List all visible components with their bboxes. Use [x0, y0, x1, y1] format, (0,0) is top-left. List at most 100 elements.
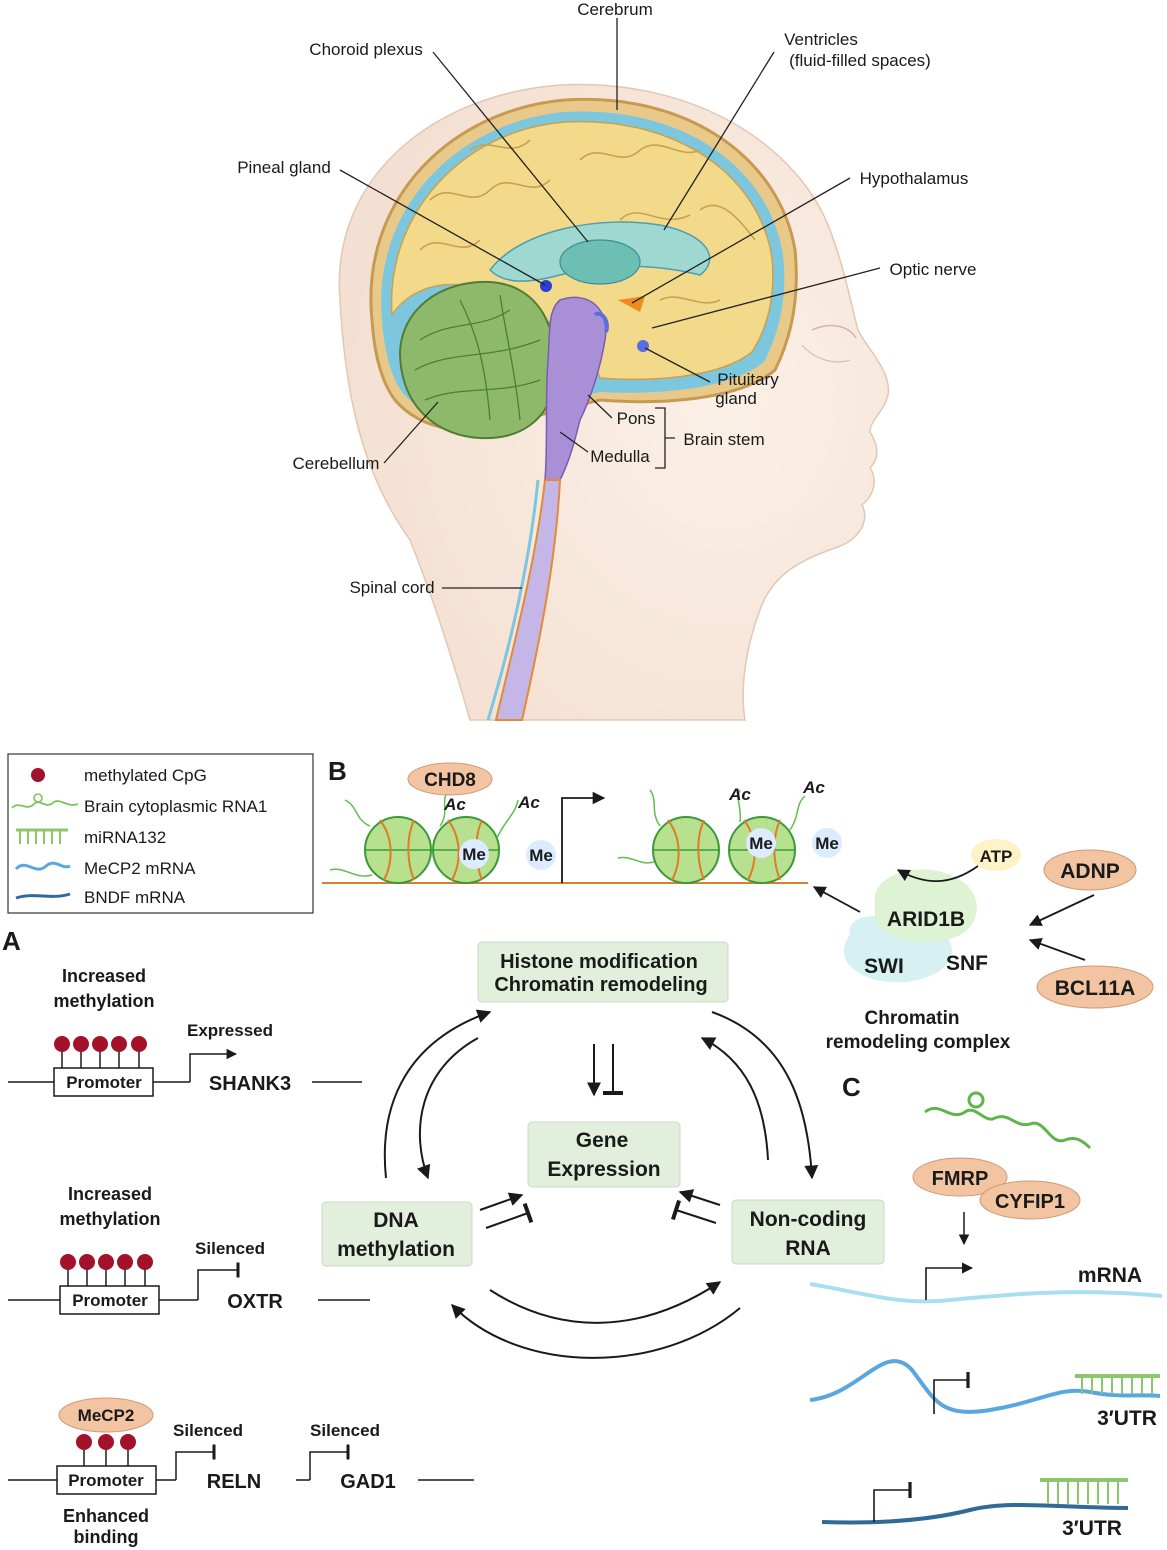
cyfip1-label: CYFIP1 — [995, 1191, 1065, 1213]
mecp2-mrna-strand — [809, 1359, 1161, 1414]
spinal-cord-label: Spinal cord — [349, 578, 434, 597]
row3-bottom-line1: Enhanced — [63, 1506, 149, 1526]
promoter-box — [56, 1465, 157, 1495]
panel-a: Increased methylation Promoter Expressed… — [8, 966, 474, 1547]
mirna-duplex — [1075, 1374, 1160, 1394]
panel-letter-b: B — [328, 756, 347, 786]
mecp2-mrna-icon — [14, 861, 71, 871]
row3-bottom-line2: binding — [74, 1527, 139, 1547]
dna-label-line2: methylation — [337, 1238, 455, 1261]
anatomy-leader-lines — [339, 18, 881, 589]
ventricles-label: Ventricles — [784, 30, 858, 49]
row3-state2-label: Silenced — [310, 1421, 380, 1440]
hypothalamus-label: Hypothalamus — [860, 169, 969, 188]
mrna-strand — [809, 1282, 1163, 1304]
bc1-rna-icon — [11, 793, 79, 809]
histone-label-line1: Histone modification — [500, 951, 698, 973]
cpg-lollipops — [60, 1254, 153, 1286]
me-mark-label: Me — [815, 834, 839, 853]
panel-letter-c: C — [842, 1072, 861, 1102]
row1-top-line2: methylation — [53, 991, 154, 1011]
regulation-cycle: Histone modification Chromatin remodelin… — [321, 941, 885, 1359]
legend-item-label: Brain cytoplasmic RNA1 — [84, 797, 267, 816]
spinal-cord-shape — [494, 479, 562, 721]
chd8-label: CHD8 — [424, 770, 476, 791]
cpg-lollipops — [76, 1434, 136, 1466]
arid1b-blob — [875, 869, 977, 943]
fmrp-label: FMRP — [932, 1168, 989, 1190]
choroid-plexus-label: Choroid plexus — [309, 40, 422, 59]
pituitary-label: Pituitary — [717, 370, 779, 389]
cpg-lollipops — [54, 1036, 147, 1068]
complex-label-line2: remodeling complex — [826, 1032, 1011, 1053]
row3-state1-label: Silenced — [173, 1421, 243, 1440]
dna-methylation-box — [321, 1201, 473, 1267]
row2-top-line1: Increased — [68, 1184, 152, 1204]
legend-item-label: miRNA132 — [84, 828, 166, 847]
row1-gene-label: SHANK3 — [209, 1073, 291, 1095]
row3-promoter-label: Promoter — [68, 1471, 144, 1490]
ncrna-box — [731, 1199, 885, 1265]
ac-mark-label: Ac — [802, 778, 825, 797]
adnp-label: ADNP — [1060, 860, 1120, 883]
row2-top-line2: methylation — [59, 1209, 160, 1229]
pituitary-dot — [637, 340, 649, 352]
pituitary-gland-label: gland — [715, 389, 757, 408]
transcription-arrow — [561, 791, 606, 883]
gene-expression-box — [527, 1121, 681, 1188]
snf-label: SNF — [946, 952, 988, 975]
ac-mark-label: Ac — [443, 795, 466, 814]
promoter-box — [59, 1285, 160, 1315]
cerebrum-label: Cerebrum — [577, 0, 653, 19]
row3-protein-label: MeCP2 — [78, 1406, 135, 1425]
promoter-box — [53, 1067, 154, 1097]
utr-label-2: 3′UTR — [1062, 1517, 1122, 1540]
row3-gene2-label: GAD1 — [340, 1471, 396, 1493]
anatomy-labels: Cerebrum Choroid plexus Ventricles (flui… — [237, 0, 976, 597]
me-mark-label: Me — [749, 834, 773, 853]
row1-top-line1: Increased — [62, 966, 146, 986]
bcl11a-label: BCL11A — [1055, 977, 1136, 1000]
cerebellum-shape — [398, 280, 557, 440]
me-mark-label: Me — [529, 846, 553, 865]
utr-label-1: 3′UTR — [1097, 1407, 1157, 1430]
legend-item-label: MeCP2 mRNA — [84, 859, 196, 878]
ac-mark-label: Ac — [728, 785, 751, 804]
panel-letter-a: A — [2, 926, 21, 956]
mirna132-icon — [16, 828, 68, 844]
pineal-gland-label: Pineal gland — [237, 158, 331, 177]
row3-gene1-label: RELN — [207, 1471, 261, 1493]
panel-c: FMRP CYFIP1 mRNA 3′UTR 3′UTR — [809, 1091, 1163, 1540]
panel-b: Me Me Me Me Ac Ac Ac Ac CHD8 ARID1B SWI … — [322, 762, 1154, 1053]
legend-item-label: methylated CpG — [84, 766, 207, 785]
swi-label: SWI — [864, 955, 904, 978]
bndf-mrna-icon — [15, 892, 71, 900]
legend-item-label: BNDF mRNA — [84, 888, 186, 907]
mrna-label: mRNA — [1078, 1264, 1142, 1287]
row1-promoter-label: Promoter — [66, 1073, 142, 1092]
dna-label-line1: DNA — [373, 1209, 419, 1232]
bndf-mrna-strand — [821, 1502, 1129, 1525]
complex-label-line1: Chromatin — [865, 1008, 960, 1029]
medulla-label: Medulla — [590, 447, 650, 466]
legend: methylated CpG Brain cytoplasmic RNA1 mi… — [7, 753, 314, 914]
nucleosome — [364, 816, 432, 884]
mirna-duplex — [1040, 1478, 1128, 1504]
ncrna-label-line1: Non-coding — [750, 1208, 867, 1231]
pons-label: Pons — [617, 409, 656, 428]
histone-label-line2: Chromatin remodeling — [494, 974, 707, 996]
nucleosome — [652, 816, 720, 884]
row1-state-label: Expressed — [187, 1021, 273, 1040]
ncrna-label-line2: RNA — [785, 1237, 831, 1260]
arid1b-label: ARID1B — [887, 908, 965, 931]
row2-state-label: Silenced — [195, 1239, 265, 1258]
brain-stem-label: Brain stem — [683, 430, 764, 449]
brain-illustration — [338, 83, 890, 721]
optic-nerve-label: Optic nerve — [890, 260, 977, 279]
row2-promoter-label: Promoter — [72, 1291, 148, 1310]
row2-gene-label: OXTR — [227, 1291, 283, 1313]
bc1-rna — [924, 1091, 1092, 1150]
histone-box — [477, 941, 729, 1003]
atp-label: ATP — [980, 847, 1013, 866]
